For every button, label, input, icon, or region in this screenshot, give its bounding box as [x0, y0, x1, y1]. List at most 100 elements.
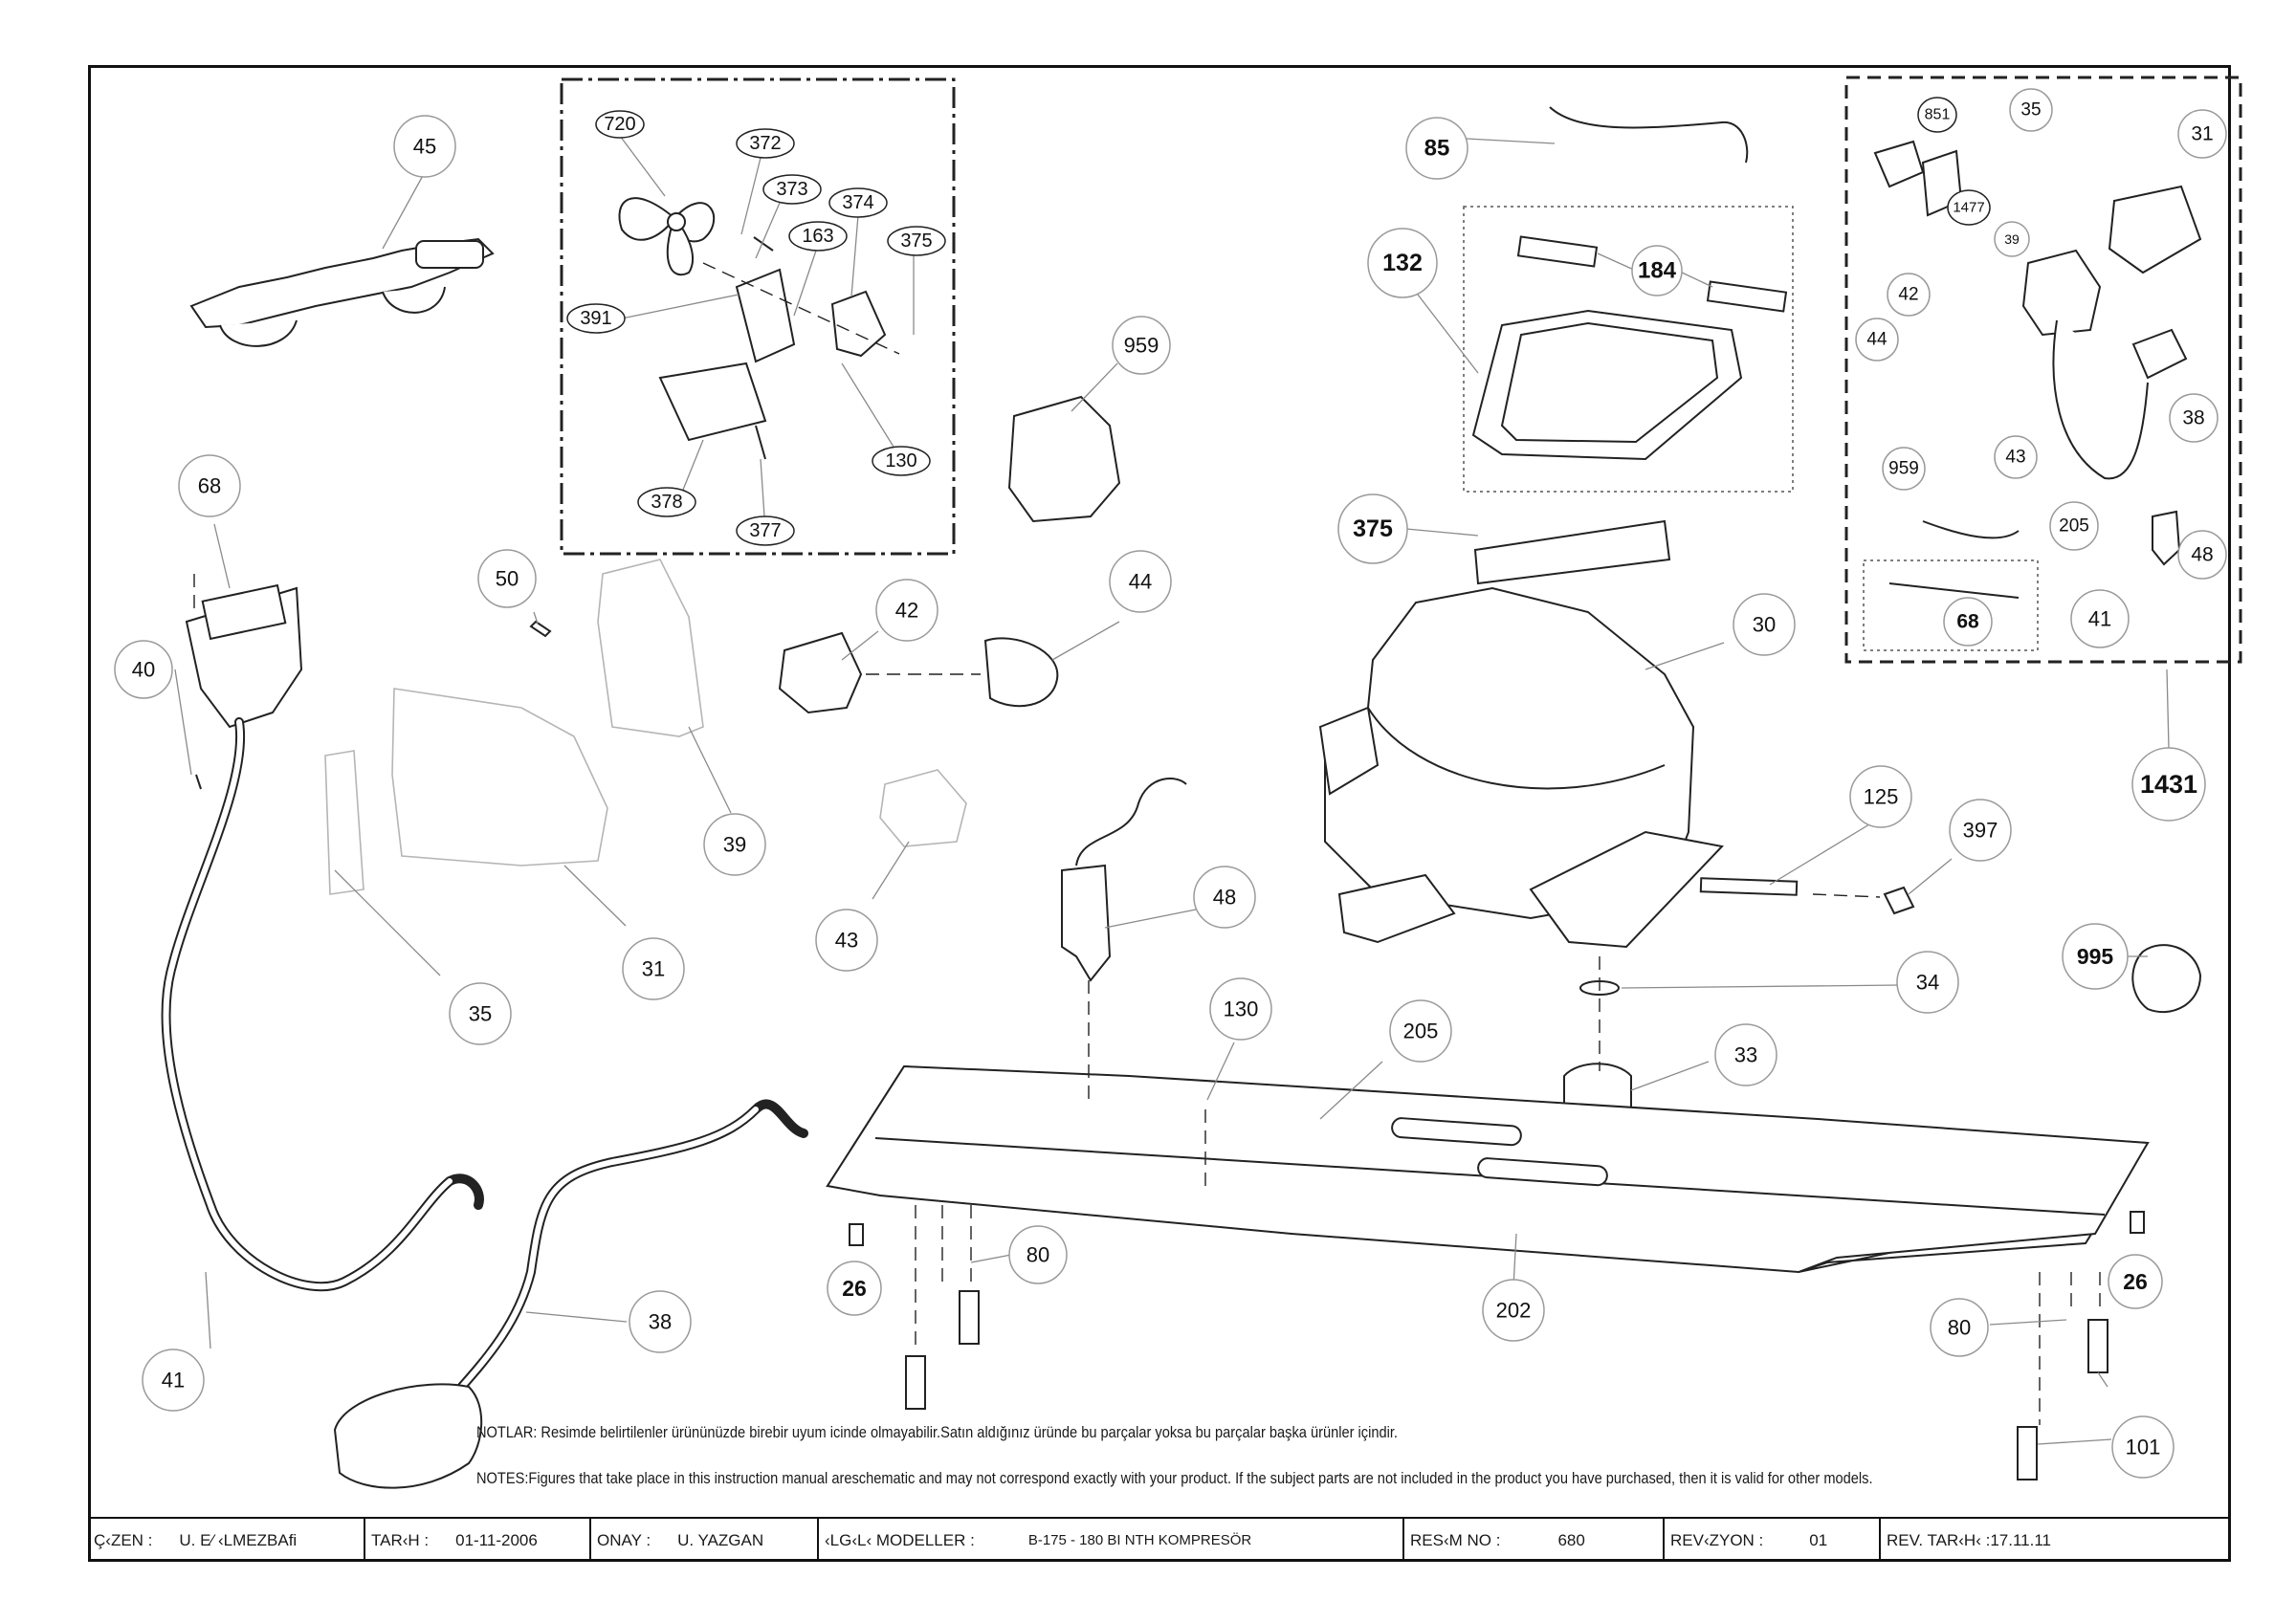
callout-851: 851 [1917, 97, 1957, 133]
svg-text:130: 130 [1224, 998, 1259, 1021]
svg-text:372: 372 [749, 133, 781, 154]
svg-text:80: 80 [1948, 1316, 1971, 1340]
models-value: B-175 - 180 BI NTH KOMPRESÖR [1027, 1532, 1252, 1548]
models-cell: ‹LG‹L‹ MODELLER : B-175 - 180 BI NTH KOM… [819, 1519, 1404, 1562]
svg-text:163: 163 [802, 226, 833, 247]
callout-26-left: 26 [827, 1261, 882, 1316]
fan-assembly-box [560, 77, 956, 556]
svg-text:42: 42 [1898, 285, 1918, 305]
svg-text:1477: 1477 [1953, 200, 1984, 216]
leader-lines [174, 135, 2170, 1445]
svg-text:44: 44 [1129, 570, 1152, 594]
svg-text:48: 48 [2191, 544, 2213, 566]
svg-text:132: 132 [1382, 250, 1423, 276]
date-value: 01-11-2006 [455, 1530, 538, 1549]
callout-377: 377 [736, 515, 795, 546]
date-cell: TAR‹H : 01-11-2006 [365, 1519, 591, 1562]
wire-85 [1549, 106, 1749, 164]
foot-26-left [849, 1223, 864, 1246]
fan-motor-bracket [658, 236, 900, 460]
callout-374: 374 [828, 187, 888, 218]
part-851 [1873, 140, 1925, 188]
svg-text:39: 39 [2004, 231, 2020, 247]
svg-text:101: 101 [2126, 1436, 2161, 1459]
thermostat-assembly [189, 237, 495, 347]
drawing-no-label: RES‹M NO : [1410, 1530, 1501, 1549]
cable-set-box [1863, 559, 2039, 651]
svg-text:33: 33 [1734, 1043, 1757, 1067]
callout-31-left: 31 [622, 937, 685, 1000]
svg-text:959: 959 [1888, 459, 1919, 479]
callout-50: 50 [477, 549, 537, 608]
callout-372: 372 [736, 128, 795, 159]
compressor [1318, 586, 1724, 949]
power-cord-38 [440, 1099, 808, 1411]
svg-text:42: 42 [895, 599, 918, 623]
callout-45: 45 [393, 115, 456, 178]
callout-995: 995 [2062, 923, 2129, 990]
svg-text:48: 48 [1213, 886, 1236, 910]
callout-125: 125 [1849, 765, 1912, 828]
callout-378: 378 [637, 487, 696, 517]
svg-text:43: 43 [2005, 448, 2025, 468]
callout-397: 397 [1949, 799, 2012, 862]
svg-text:35: 35 [469, 1002, 492, 1026]
callout-48-kit: 48 [2177, 530, 2227, 580]
approved-label: ONAY : [597, 1530, 651, 1549]
date-label: TAR‹H : [371, 1530, 430, 1549]
revision-date-cell: REV. TAR‹H‹ :17.11.11 [1881, 1519, 2231, 1562]
title-block: Ç‹ZEN : U. E⁄ ‹LMEZBAfi TAR‹H : 01-11-20… [88, 1517, 2231, 1562]
svg-text:374: 374 [842, 192, 873, 213]
foot-26-right [2130, 1211, 2145, 1234]
svg-text:959: 959 [1124, 334, 1159, 358]
drawing-no-value: 680 [1557, 1530, 1585, 1549]
screw-40 [195, 774, 202, 790]
callout-130-fan: 130 [872, 446, 931, 476]
svg-text:80: 80 [1027, 1243, 1049, 1267]
callout-80-right: 80 [1930, 1298, 1989, 1357]
electrical-kit-box [1844, 76, 2242, 664]
approved-value: U. YAZGAN [677, 1530, 764, 1549]
drawn-by-label: Ç‹ZEN : [94, 1530, 153, 1549]
callout-44-center: 44 [1109, 550, 1172, 613]
svg-text:125: 125 [1864, 785, 1899, 809]
callout-38-kit: 38 [2169, 393, 2219, 443]
callout-375-tray: 375 [1337, 493, 1408, 564]
callout-720: 720 [595, 110, 645, 139]
callout-39-left: 39 [703, 813, 766, 876]
housing-39 [2021, 249, 2102, 337]
callout-31-kit: 31 [2177, 109, 2227, 159]
callout-42-kit: 42 [1887, 273, 1931, 317]
drip-tray-box [1463, 206, 1794, 493]
svg-text:30: 30 [1753, 613, 1776, 637]
svg-text:378: 378 [651, 492, 682, 513]
plug-38 [2131, 328, 2188, 380]
note-english: NOTES:Figures that take place in this in… [476, 1469, 1873, 1487]
callout-1477: 1477 [1947, 189, 1991, 226]
callout-205-base: 205 [1389, 999, 1452, 1063]
svg-text:373: 373 [776, 179, 807, 200]
callout-373: 373 [762, 174, 822, 205]
svg-text:68: 68 [198, 474, 221, 498]
callout-43-kit: 43 [1994, 435, 2038, 479]
relay-43 [879, 769, 967, 847]
svg-text:40: 40 [132, 658, 155, 682]
note-turkish: NOTLAR: Resimde belirtilenler ürününüzde… [476, 1423, 1398, 1441]
callout-205-kit: 205 [2049, 501, 2099, 551]
svg-text:68: 68 [1956, 611, 1979, 633]
callout-68-kit: 68 [1943, 597, 1993, 647]
svg-text:39: 39 [723, 833, 746, 857]
callout-80-left: 80 [1008, 1225, 1068, 1284]
capacitor-48b [2152, 510, 2181, 566]
housing-31 [391, 688, 608, 866]
callout-34: 34 [1896, 951, 1959, 1014]
svg-text:41: 41 [2088, 607, 2111, 631]
svg-text:205: 205 [1403, 1020, 1439, 1043]
screw-101-right [2087, 1319, 2108, 1373]
svg-text:41: 41 [162, 1369, 185, 1393]
callout-101: 101 [2111, 1415, 2175, 1479]
callout-41-left: 41 [142, 1349, 205, 1412]
svg-text:375: 375 [900, 230, 932, 252]
callout-391: 391 [566, 303, 626, 334]
